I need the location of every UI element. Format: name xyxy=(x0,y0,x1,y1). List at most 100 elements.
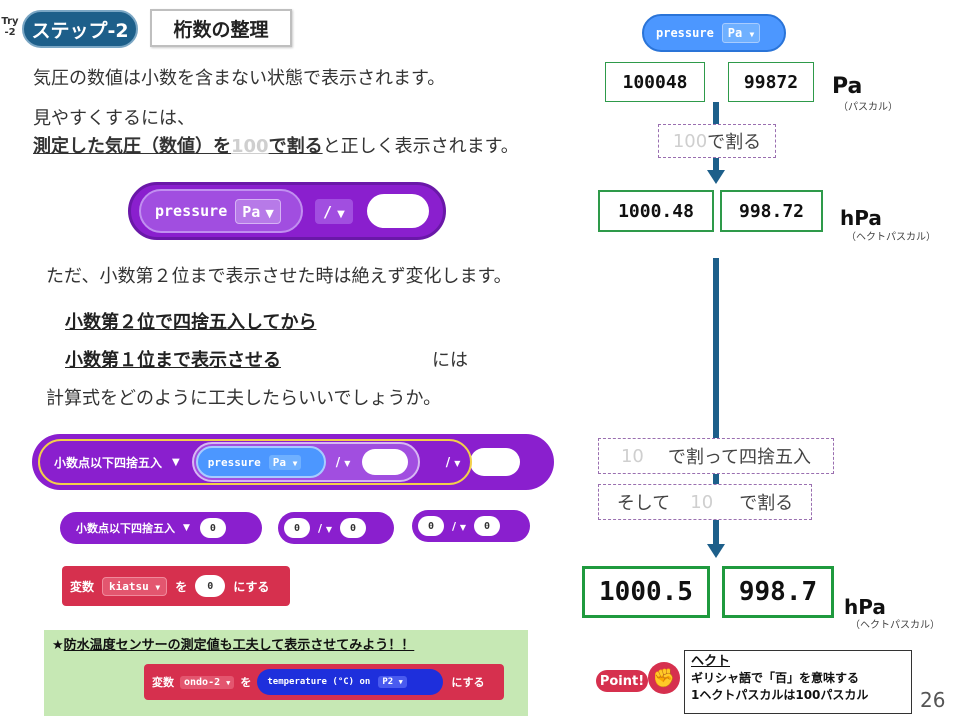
step-then-divide: で割る xyxy=(739,493,794,514)
chevron-down-icon: ▼ xyxy=(459,522,467,532)
set-variable-block[interactable]: 変数 kiatsu ▼ を 0 にする xyxy=(62,566,290,606)
point-badge-text: Point! xyxy=(599,673,645,689)
step-then-number: 10 xyxy=(690,491,714,513)
operator-dropdown-s2[interactable]: / ▼ xyxy=(452,520,466,533)
point-line-2: 1ヘクトパスカルは100パスカル xyxy=(691,688,869,702)
divide-100-text: で割る xyxy=(707,132,762,153)
arrow-down-icon xyxy=(707,170,725,184)
zero-value-b: 0 xyxy=(350,522,357,534)
page-title: 桁数の整理 xyxy=(150,9,292,47)
pa-top-label: Pa xyxy=(727,26,743,40)
temperature-reporter[interactable]: temperature (°C) on P2 ▼ xyxy=(257,669,444,695)
operator-dropdown-s1[interactable]: / ▼ xyxy=(318,522,332,535)
star-icon: ★ xyxy=(52,638,64,653)
step-round-number: 10 xyxy=(620,445,644,467)
page-title-text: 桁数の整理 xyxy=(173,18,269,41)
round-block-small[interactable]: 小数点以下四捨五入 ▼ 0 xyxy=(60,512,262,544)
pressure-reporter-top[interactable]: pressure Pa ▼ xyxy=(642,14,786,52)
number-slot-zero-d[interactable]: 0 xyxy=(474,516,501,536)
step-round-label: 10 で割って四捨五入 xyxy=(598,438,834,474)
pressure-label: pressure xyxy=(155,202,228,220)
text-line-6: 小数第１位まで表示させる xyxy=(65,350,281,371)
point-title: ヘクト xyxy=(691,654,731,669)
chevron-down-icon[interactable]: ▼ xyxy=(183,523,190,533)
variable-dropdown[interactable]: kiatsu ▼ xyxy=(102,576,168,596)
raw-value-1-text: 100048 xyxy=(622,71,688,93)
raw-value-2: 99872 xyxy=(728,62,814,102)
point-box: ヘクト ギリシャ語で「百」を意味する 1ヘクトパスカルは100パスカル xyxy=(684,650,912,714)
number-slot-zero[interactable]: 0 xyxy=(199,518,226,538)
hpa-value-2: 998.72 xyxy=(720,190,823,232)
ondo-nisuru-label: にする xyxy=(451,676,485,689)
step-text: ステップ-2 xyxy=(31,19,129,42)
step-round-text: で割って四捨五入 xyxy=(667,447,811,468)
zero-value-var: 0 xyxy=(207,580,214,592)
nisuru-label: にする xyxy=(233,579,270,594)
ondo-name: ondo-2 xyxy=(184,676,221,688)
divide-100-number: 100 xyxy=(672,130,708,152)
text-line-3-a: 測定した気圧（数値）を xyxy=(33,136,231,157)
number-slot-zero-a[interactable]: 0 xyxy=(284,518,310,538)
text-line-1: 気圧の数値は小数を含まない状態で表示されます。 xyxy=(33,68,446,89)
temperature-label: temperature (°C) on xyxy=(267,677,371,687)
pressure-top-label: pressure xyxy=(656,26,714,40)
pa-dropdown[interactable]: Pa ▼ xyxy=(235,198,281,224)
text-line-3-b: 100 xyxy=(231,136,269,157)
round-highlight xyxy=(38,439,472,485)
unit-pa-sub: （パスカル） xyxy=(838,102,898,113)
zero-value-c: 0 xyxy=(427,520,435,532)
unit-hpa-1: hPa xyxy=(840,206,882,230)
number-slot-outer[interactable] xyxy=(470,448,521,476)
number-slot-var[interactable]: 0 xyxy=(195,575,226,597)
pressure-divide-block[interactable]: pressure Pa ▼ / ▼ xyxy=(128,182,446,240)
pin-dropdown[interactable]: P2 ▼ xyxy=(378,676,407,688)
hpa-value-2-text: 998.72 xyxy=(738,200,805,222)
variable-name: kiatsu xyxy=(109,579,149,593)
pressure-reporter[interactable]: pressure Pa ▼ xyxy=(139,189,303,233)
divide-block-small-1[interactable]: 0 / ▼ 0 xyxy=(278,512,394,544)
hpa-value-1-text: 1000.48 xyxy=(618,200,694,222)
operator-dropdown[interactable]: / ▼ xyxy=(315,198,353,224)
chevron-down-icon: ▼ xyxy=(265,206,274,220)
text-line-2: 見やすくするには、 xyxy=(33,108,195,129)
chevron-down-icon: ▼ xyxy=(155,582,161,592)
variable-label: 変数 xyxy=(70,579,95,594)
unit-hpa-sub-1: （ヘクトパスカル） xyxy=(846,232,936,243)
final-value-1-text: 1000.5 xyxy=(599,577,693,607)
number-slot-zero-c[interactable]: 0 xyxy=(418,516,444,536)
zero-value-a: 0 xyxy=(293,522,301,534)
round-nested-block[interactable]: 小数点以下四捨五入 ▼ pressure Pa ▼ / ▼ / ▼ xyxy=(32,434,554,490)
ondo-dropdown[interactable]: ondo-2 ▼ xyxy=(180,675,235,689)
pa-dropdown-top[interactable]: Pa ▼ xyxy=(721,23,761,43)
arrow-down-icon xyxy=(707,544,725,558)
try-number: -2 xyxy=(4,27,16,38)
text-line-5: 小数第２位で四捨五入してから xyxy=(65,312,317,333)
chevron-down-icon: ▼ xyxy=(749,30,755,39)
text-line-3: 測定した気圧（数値）を100で割ると正しく表示されます。 xyxy=(33,132,519,158)
text-line-4: ただ、小数第２位まで表示させた時は絶えず変化します。 xyxy=(46,266,512,287)
ondo-variable-label: 変数 xyxy=(152,676,174,689)
number-slot[interactable] xyxy=(366,194,429,228)
challenge-panel: ★防水温度センサーの測定値も工夫して表示させてみよう！！ 変数 ondo-2 ▼… xyxy=(44,630,528,716)
unit-pa: Pa xyxy=(832,74,863,99)
text-line-7: 計算式をどのように工夫したらいいでしょうか。 xyxy=(46,388,442,409)
raw-value-2-text: 99872 xyxy=(743,71,799,93)
set-ondo-block[interactable]: 変数 ondo-2 ▼ を temperature (°C) on P2 ▼ に… xyxy=(144,664,504,700)
challenge-text: ★防水温度センサーの測定値も工夫して表示させてみよう！！ xyxy=(52,634,414,653)
wo-label: を xyxy=(175,579,188,594)
raw-value-1: 100048 xyxy=(605,62,705,102)
hpa-value-1: 1000.48 xyxy=(598,190,714,232)
chevron-down-icon: ▼ xyxy=(337,208,345,220)
number-slot-zero-b[interactable]: 0 xyxy=(340,518,367,538)
pin-label: P2 xyxy=(382,677,394,687)
text-line-3-d: と正しく表示されます。 xyxy=(322,136,519,157)
ondo-wo-label: を xyxy=(240,676,252,689)
final-value-2-text: 998.7 xyxy=(738,577,818,607)
point-badge: Point! xyxy=(596,670,648,692)
chevron-down-icon: ▼ xyxy=(226,678,231,687)
divide-block-small-2[interactable]: 0 / ▼ 0 xyxy=(412,510,530,542)
flow-line-2 xyxy=(713,258,719,544)
unit-hpa-sub-2: （ヘクトパスカル） xyxy=(850,620,940,631)
